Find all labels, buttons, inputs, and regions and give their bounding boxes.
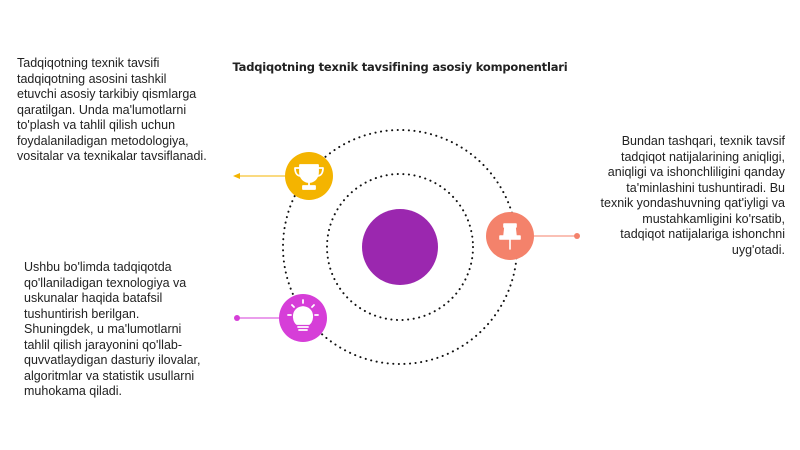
description-right: Bundan tashqari, texnik tavsif tadqiqot … xyxy=(600,134,785,257)
connector-bulb xyxy=(234,315,280,321)
lightbulb-icon xyxy=(287,299,319,331)
trophy-node xyxy=(285,152,333,200)
description-bottom-left: Ushbu bo'limda tadqiqotda qo'llaniladiga… xyxy=(24,260,201,398)
inner-orbit xyxy=(326,173,474,321)
connector-pin xyxy=(533,233,580,239)
pushpin-icon xyxy=(499,223,521,250)
description-top-left: Tadqiqotning texnik tavsifi tadqiqotning… xyxy=(17,56,207,163)
connector-trophy xyxy=(233,173,286,179)
bulb-node xyxy=(279,294,327,342)
trophy-icon xyxy=(294,164,324,190)
pin-node xyxy=(486,212,534,260)
diagram-title: Tadqiqotning texnik tavsifining asosiy k… xyxy=(232,60,568,74)
center-circle xyxy=(362,209,438,285)
